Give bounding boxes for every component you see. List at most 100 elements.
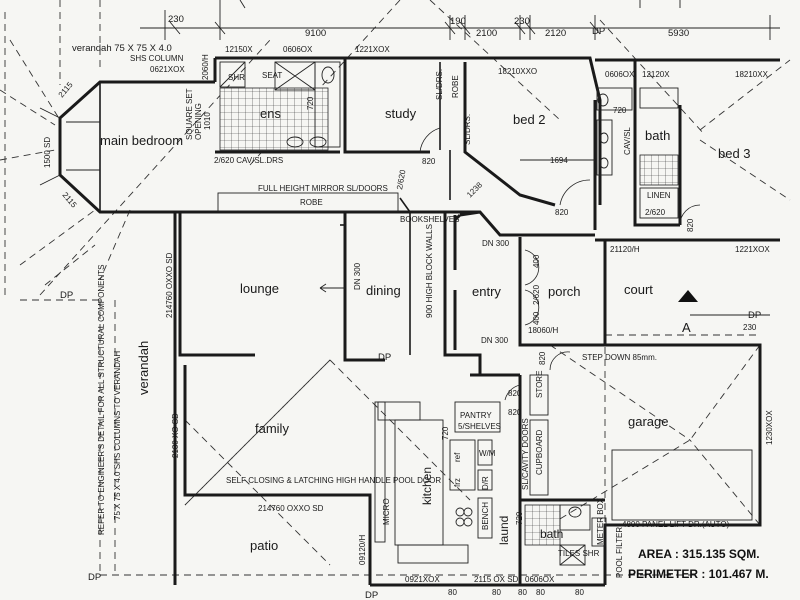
room-bed-2: bed 2 <box>513 112 546 127</box>
window-12120x: 12120X <box>642 70 670 79</box>
dim-1694: 1694 <box>550 156 568 165</box>
room-verandah: verandah <box>136 341 151 395</box>
window-0921xox: 0921XOX <box>405 575 440 584</box>
dim-80-b: 80 <box>492 588 501 597</box>
window-18210xx: 18210XX <box>735 70 769 79</box>
wm-note: W/M <box>479 449 496 458</box>
dim-80-d: 80 <box>536 588 545 597</box>
dim-400-a: 400 <box>532 254 541 268</box>
window-0606ox-bath: 0606OX <box>605 70 635 79</box>
ref-note: ref <box>453 452 462 462</box>
meter-box-note: METER BOX <box>596 497 605 545</box>
room-garage: garage <box>628 414 668 429</box>
window-12150x: 12150X <box>225 45 253 54</box>
window-18060h: 18060/H <box>528 326 558 335</box>
bath2-tiles <box>524 504 561 546</box>
engineer-note-1: REFER TO ENGINEER'S DETAIL FOR ALL STRUC… <box>97 265 106 535</box>
room-laundry: laund <box>497 516 511 545</box>
dp-family: DP <box>378 352 391 363</box>
frz-note: frz <box>453 478 462 487</box>
room-porch: porch <box>548 284 581 299</box>
dr-note: D/R <box>481 476 490 490</box>
verandah-spec-note: verandah 75 X 75 X 4.0 <box>72 43 172 54</box>
sl-drs-bed2: SL/DRS. <box>463 114 472 145</box>
window-1221xox-court: 1221XOX <box>735 245 770 254</box>
window-21120h: 21120/H <box>610 245 640 254</box>
panel-lift-note: 4800 PANEL LIFT DR.(AUTO) <box>622 520 730 529</box>
dim-230b: 230 <box>514 16 530 27</box>
dim-80-c: 80 <box>518 588 527 597</box>
cupboard-note: CUPBOARD <box>535 429 544 475</box>
dim-820-store: 820 <box>538 351 547 365</box>
linen-note: LINEN <box>647 191 671 200</box>
pool-filter-note: POOL FILTER <box>615 527 624 578</box>
dim-820-bed2: 820 <box>555 208 569 217</box>
room-ensuite: ens <box>260 106 281 121</box>
dim-2620-study: 2/620 <box>395 169 407 191</box>
window-2060h: 2060/H <box>201 54 210 80</box>
dp-bottom-left: DP <box>88 572 101 583</box>
sl-drs-study: SL/DRS. <box>435 69 444 100</box>
garage-slab <box>611 449 753 521</box>
dn-300-bottom: DN 300 <box>481 336 509 345</box>
dn-300-top: DN 300 <box>482 239 510 248</box>
mirror-note: FULL HEIGHT MIRROR SL/DOORS <box>258 184 388 193</box>
dim-230-court: 230 <box>743 323 757 332</box>
dim-80-e: 80 <box>575 588 584 597</box>
window-09120h: 09120/H <box>358 535 367 565</box>
dim-2115-bottom: 2115 <box>60 191 78 210</box>
dn-300-dining: DN 300 <box>353 262 362 290</box>
dim-2100: 2100 <box>476 28 497 39</box>
dim-1238: 1238 <box>465 180 484 199</box>
window-2115-ox: 2115 OX SD <box>474 575 519 584</box>
window-0621xox: 0621XOX <box>150 65 185 74</box>
dim-820-bed3: 820 <box>686 218 695 232</box>
dp-bottom: DP <box>365 590 378 600</box>
cav-sl-drs-note: 2/620 CAV/SL.DRS <box>214 156 283 165</box>
bookshelves-note: BOOKSHELVES <box>400 215 459 224</box>
tiles-shr-note: TILES SHR <box>558 549 600 558</box>
window-1230xox: 1230XOX <box>765 410 774 445</box>
room-family: family <box>255 421 289 436</box>
block-walls-note: 900 HIGH BLOCK WALLS <box>425 224 434 318</box>
dim-9100: 9100 <box>305 28 326 39</box>
room-lounge: lounge <box>240 281 279 296</box>
room-main-bedroom: main bedroom <box>100 133 183 148</box>
opening-note: OPENING <box>194 103 203 140</box>
roof-lines <box>0 0 791 576</box>
pantry-note: PANTRY <box>460 411 492 420</box>
pool-door-note: SELF CLOSING & LATCHING HIGH HANDLE POOL… <box>226 476 441 485</box>
bath-tiles <box>639 154 679 186</box>
dim-5930: 5930 <box>668 28 689 39</box>
square-set-note: SQUARE SET <box>185 88 194 140</box>
dimension-chain-top <box>140 0 780 40</box>
shs-column-note: SHS COLUMN <box>130 54 184 63</box>
step-down-note: STEP DOWN 85mm. <box>582 353 657 362</box>
dim-190: 190 <box>450 16 466 27</box>
room-kitchen: kitchen <box>420 467 434 505</box>
robe-note: ROBE <box>300 198 323 207</box>
dim-820-garage: 820 <box>508 408 522 417</box>
main-bedroom-bay <box>39 80 215 214</box>
bench-note: BENCH <box>481 502 490 530</box>
dim-720-laund: 720 <box>515 511 524 525</box>
dim-720-kitchen: 720 <box>441 426 450 440</box>
section-arrow-icon <box>678 290 698 302</box>
ensuite-vanity <box>314 61 341 148</box>
dim-400-b: 400 <box>532 311 541 325</box>
room-patio: patio <box>250 538 278 553</box>
room-entry: entry <box>472 284 501 299</box>
dim-720-ens: 720 <box>306 96 315 110</box>
seat-note: SEAT <box>262 71 282 80</box>
room-bath: bath <box>645 128 670 143</box>
opening-1010: 1010 <box>203 112 212 130</box>
window-2130xo: 2130 XO SD <box>171 413 180 458</box>
room-bed-3: bed 3 <box>718 146 751 161</box>
meter-box <box>591 517 607 547</box>
window-0606ox-bottom: 0606OX <box>525 575 555 584</box>
dim-80-a: 80 <box>448 588 457 597</box>
engineer-note-2: 75 X 75 X 4.0 SHS COLUMNS TO VERANDAH <box>113 351 122 520</box>
cav-sl-bath: CAV/SL <box>623 127 632 155</box>
sl-cavity-note: SL/CAVITY DOORS <box>521 418 530 490</box>
